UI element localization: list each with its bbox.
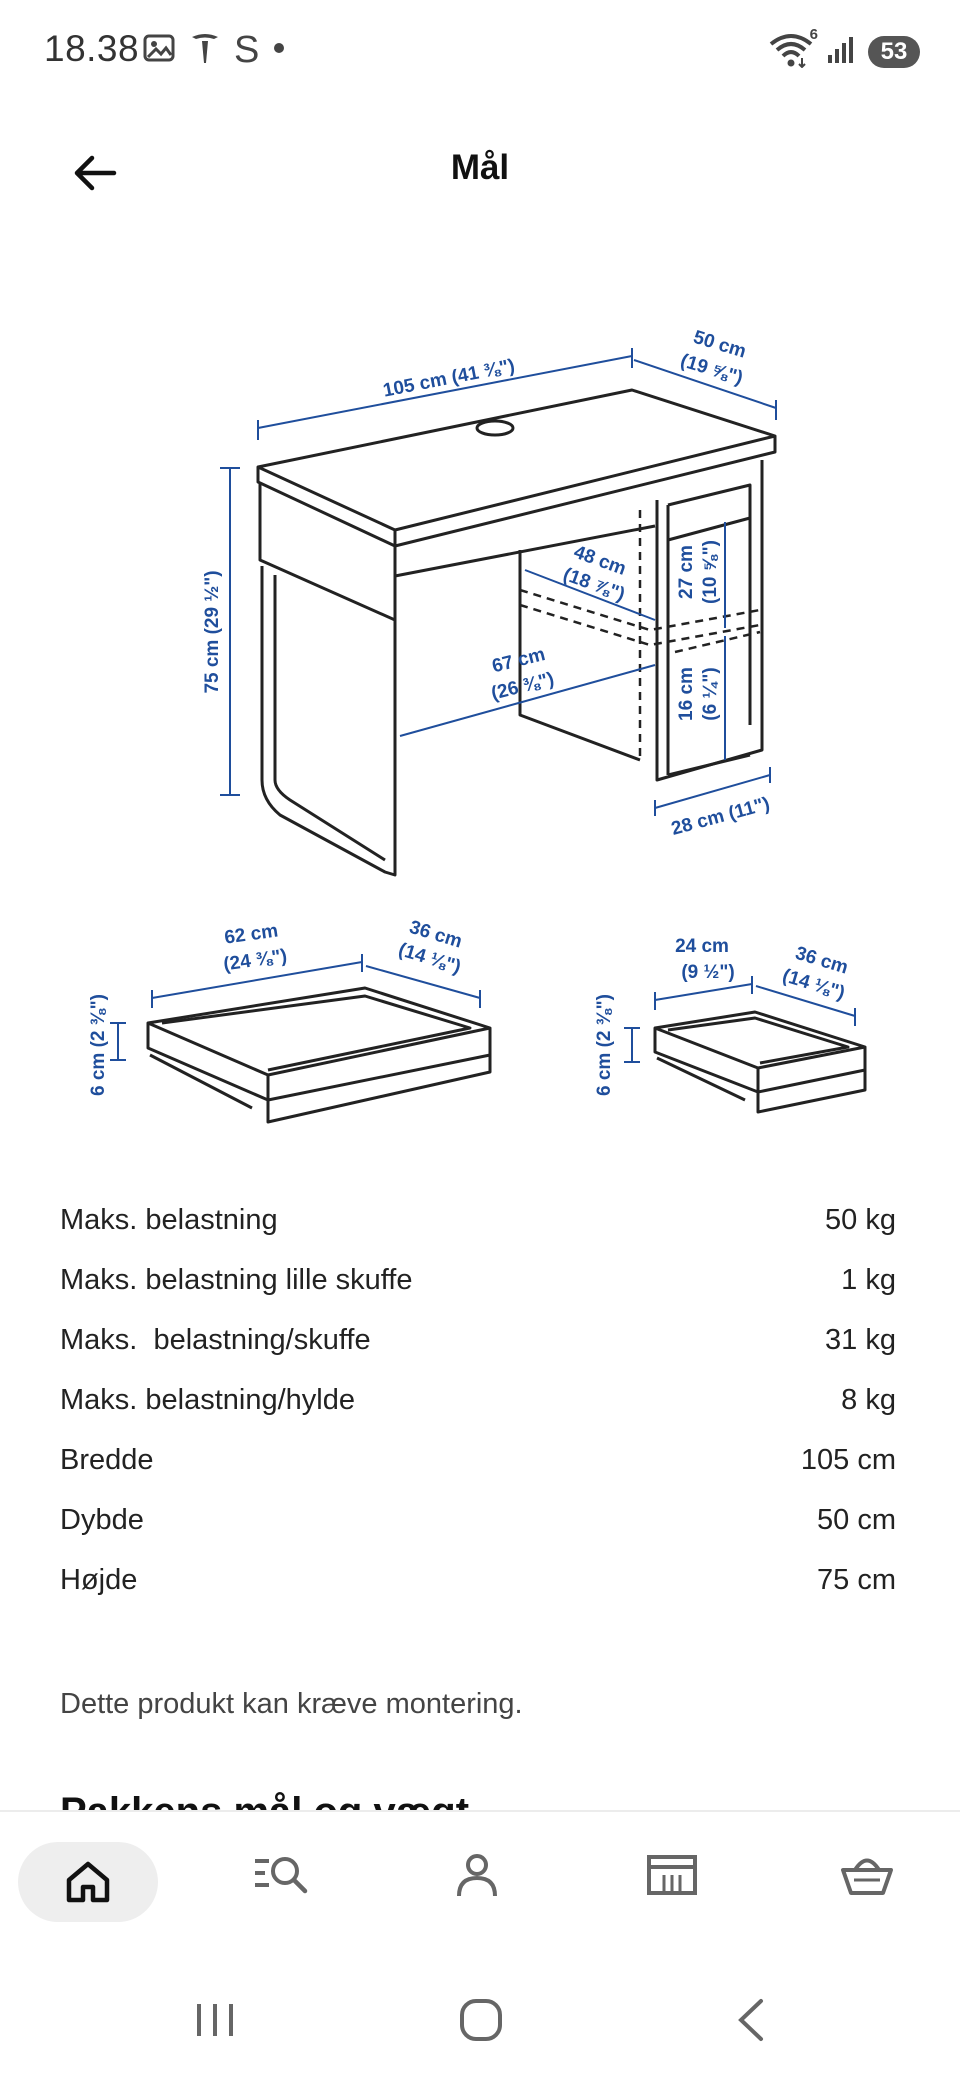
spec-row: Højde 75 cm [60,1564,896,1624]
small-drawer-width-label-2: (9 ½") [681,962,734,983]
spec-row: Maks. belastning 50 kg [60,1204,896,1264]
nav-search[interactable] [237,1842,327,1908]
back-system-button[interactable] [716,1990,786,2050]
home-circle-icon [460,1999,502,2041]
page-header: Mål [0,130,960,210]
desk-width-label: 105 cm (41 ⅜") [381,356,516,402]
recents-icon [197,2004,233,2036]
page-title: Mål [450,148,510,187]
shelf-upper-label-1: 27 cm [676,545,697,599]
store-icon [647,1855,697,1895]
nav-home[interactable] [18,1842,158,1922]
wifi-icon: 6 [768,26,818,73]
nav-basket[interactable] [822,1842,912,1908]
large-drawer-height-label: 6 cm (2 ⅜") [88,994,109,1096]
spec-label: Højde [60,1564,138,1596]
home-system-button[interactable] [446,1990,516,2050]
desk-height-label: 75 cm (29 ½") [202,570,223,693]
status-bar: 18.38 S 6 53 [0,0,960,100]
spec-label: Maks. belastning/skuffe [60,1324,371,1356]
tesla-icon [190,32,220,69]
assembly-note: Dette produkt kan kræve montering. [60,1688,523,1720]
spec-row: Maks. belastning/hylde 8 kg [60,1384,896,1444]
small-drawer-height-label: 6 cm (2 ⅜") [594,994,615,1096]
desk-dimension-drawing: 105 cm (41 ⅜") 50 cm (19 ⅝") 75 cm (29 ½… [88,327,867,1124]
spec-row: Maks. belastning/skuffe 31 kg [60,1324,896,1384]
status-left-icons: S [142,28,285,72]
spec-row: Bredde 105 cm [60,1444,896,1504]
small-drawer-width-label-1: 24 cm [675,936,729,957]
spec-label: Maks. belastning/hylde [60,1384,355,1416]
spec-label: Maks. belastning [60,1204,278,1236]
network-badge: 6 [809,25,818,43]
system-nav-bar [0,1960,960,2060]
spec-value: 31 kg [825,1324,896,1356]
spec-value: 50 cm [817,1504,896,1536]
bottom-nav [0,1810,960,1922]
battery-icon: 53 [868,36,920,68]
spec-value: 1 kg [841,1264,896,1296]
basket-icon [841,1858,893,1895]
spec-value: 8 kg [841,1384,896,1416]
spec-label: Dybde [60,1504,144,1536]
specs-table: Maks. belastning 50 kg Maks. belastning … [60,1204,896,1624]
spec-label: Bredde [60,1444,154,1476]
status-time: 18.38 [44,28,140,69]
spec-value: 50 kg [825,1204,896,1236]
shelf-lower-label-2: (6 ¼") [700,667,721,720]
spec-row: Dybde 50 cm [60,1504,896,1564]
signal-icon [826,35,856,70]
nav-profile[interactable] [432,1842,522,1908]
gallery-icon [142,33,176,68]
status-right-icons: 6 53 [768,26,920,74]
dot-icon [273,41,285,59]
arrow-left-icon [74,155,117,191]
spec-value: 75 cm [817,1564,896,1596]
spec-row: Maks. belastning lille skuffe 1 kg [60,1264,896,1324]
search-list-icon [255,1857,308,1894]
s-app-icon: S [234,29,260,71]
recents-button[interactable] [180,1990,250,2050]
chevron-left-icon [738,1999,763,2041]
dimension-diagram: 105 cm (41 ⅜") 50 cm (19 ⅝") 75 cm (29 ½… [0,260,960,1140]
home-icon [66,1861,110,1903]
profile-icon [457,1854,497,1897]
shelf-lower-label-1: 16 cm [676,667,697,721]
large-drawer-width-label-2: (24 ⅜") [222,946,288,976]
nav-store[interactable] [627,1842,717,1908]
large-drawer-width-label-1: 62 cm [223,920,279,948]
spec-value: 105 cm [800,1444,896,1476]
shelf-upper-label-2: (10 ⅝") [700,540,721,604]
back-button[interactable] [70,148,130,198]
spec-label: Maks. belastning lille skuffe [60,1264,413,1296]
